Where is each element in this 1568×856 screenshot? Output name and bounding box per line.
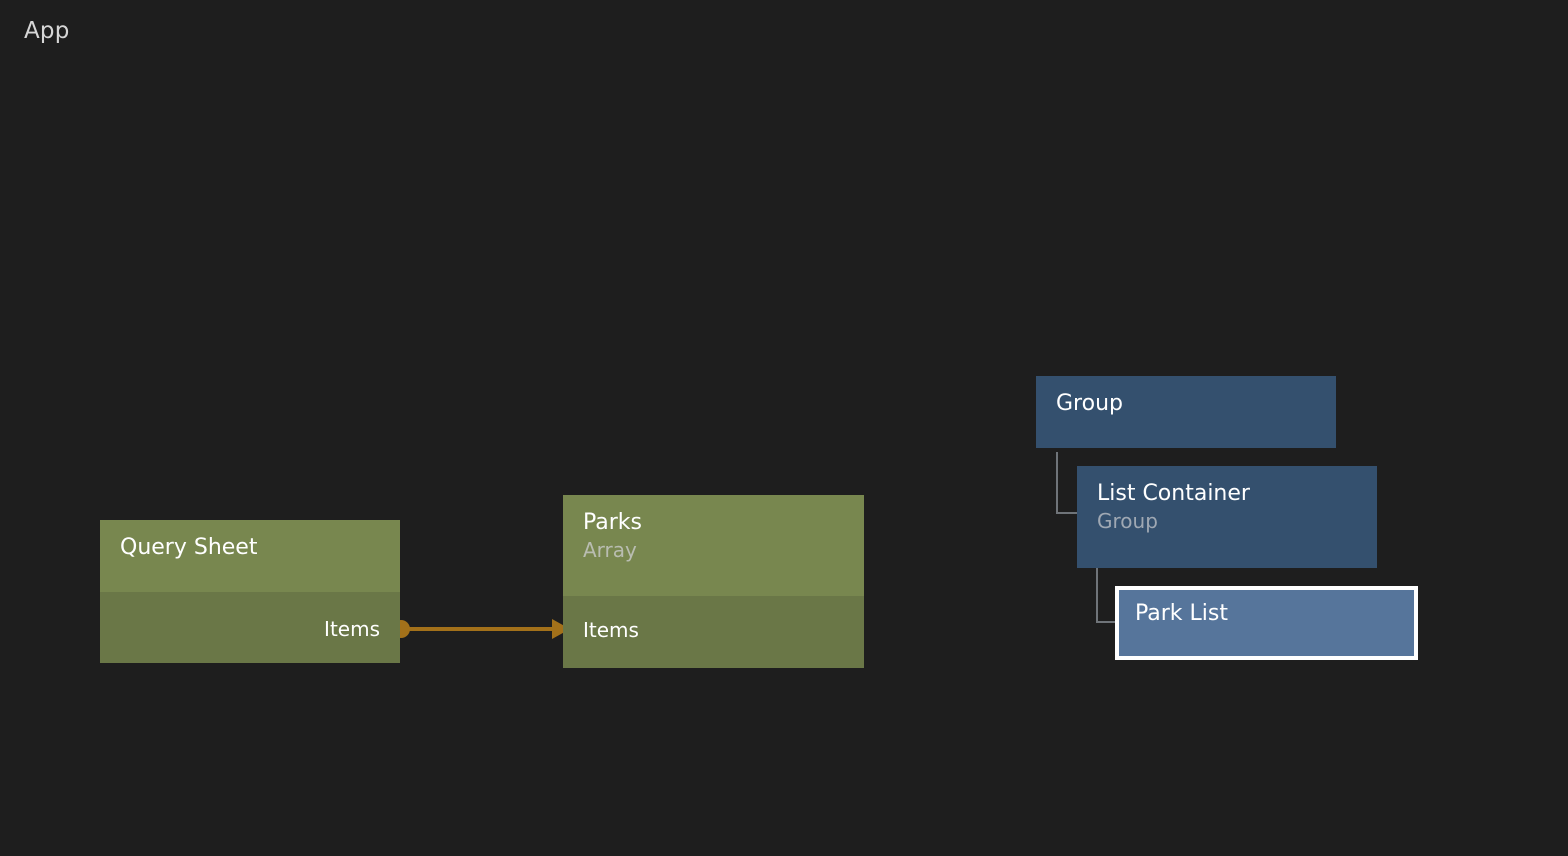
node-park-list-title: Park List — [1135, 601, 1228, 626]
port-label: Items — [583, 618, 639, 642]
node-group-title: Group — [1056, 391, 1123, 416]
node-list-container-subtitle: Group — [1097, 509, 1158, 533]
node-parks-body: Items — [563, 596, 864, 668]
node-list-container[interactable]: List Container Group — [1077, 466, 1377, 568]
node-query-sheet-header: Query Sheet — [100, 520, 400, 592]
tree-connector-group-to-list-container — [1056, 452, 1078, 514]
node-parks[interactable]: Parks Array Items — [563, 495, 864, 668]
node-parks-header: Parks Array — [563, 495, 864, 596]
port-query-sheet-items-output[interactable]: Items — [100, 615, 400, 643]
port-label: Items — [324, 617, 380, 641]
node-group[interactable]: Group — [1036, 376, 1336, 448]
node-parks-title: Parks — [583, 510, 643, 535]
port-parks-items-input[interactable]: Items — [563, 616, 864, 644]
node-list-container-title: List Container — [1097, 481, 1250, 506]
page-title: App — [24, 18, 70, 44]
node-park-list[interactable]: Park List — [1115, 586, 1418, 660]
connection-query-sheet-to-parks[interactable] — [392, 619, 570, 639]
node-query-sheet-title: Query Sheet — [120, 535, 258, 560]
node-query-sheet-body: Items — [100, 592, 400, 663]
node-query-sheet[interactable]: Query Sheet Items — [100, 520, 400, 663]
tree-connector-list-container-to-park-list — [1096, 568, 1118, 623]
node-parks-subtitle: Array — [583, 538, 637, 562]
